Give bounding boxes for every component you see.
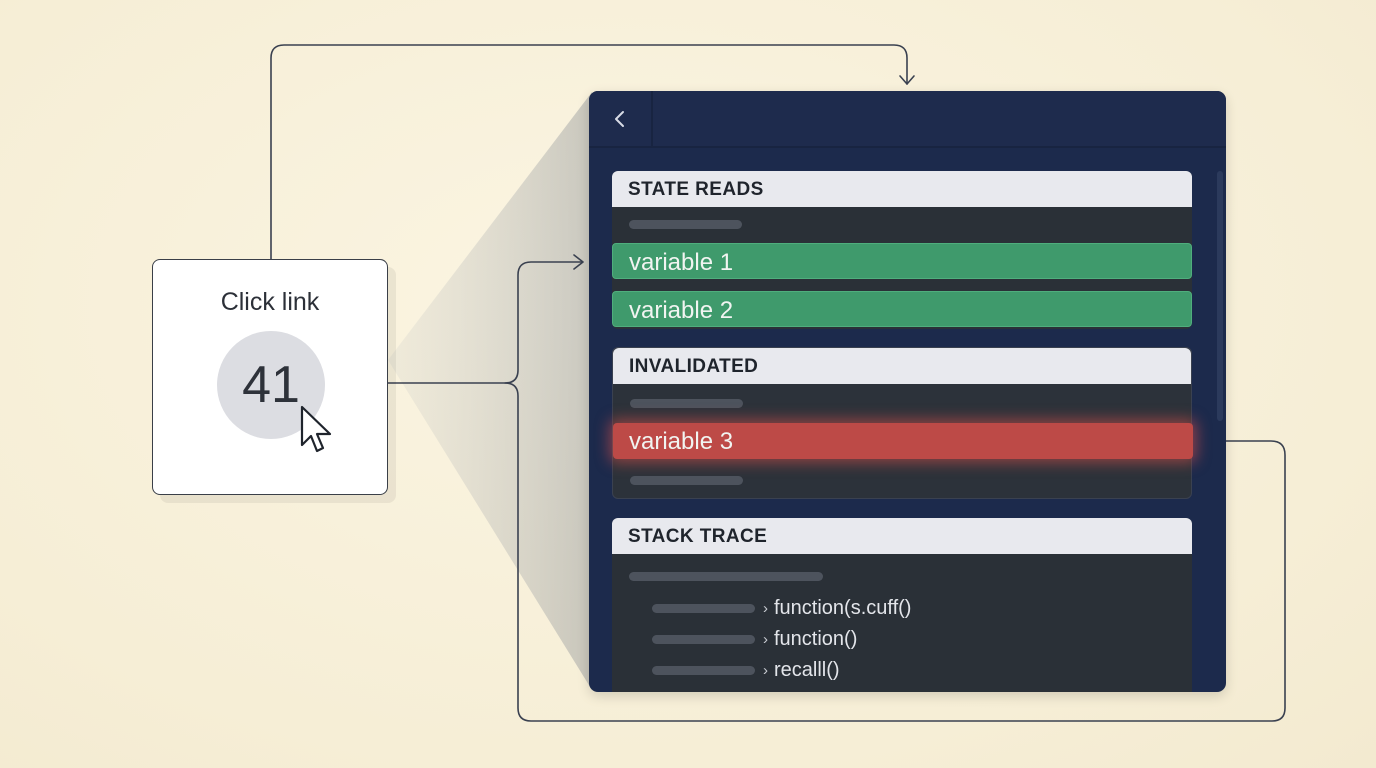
state-reads-title: STATE READS (612, 171, 1192, 207)
inspector-panel: STATE READS variable 1 variable 2 INVALI… (589, 91, 1226, 692)
chevron-right-icon: › (763, 661, 768, 679)
placeholder-line (629, 220, 742, 229)
connector-card-to-panel-top (270, 44, 908, 260)
stack-frame-function: recalll() (774, 658, 840, 681)
placeholder-line (652, 603, 755, 613)
invalidated-section: INVALIDATED variable 3 (612, 347, 1193, 499)
arrowhead-state-reads (573, 254, 584, 270)
placeholder-line (630, 399, 743, 408)
projection-cone (388, 92, 592, 690)
state-read-variable-1[interactable]: variable 1 (612, 243, 1192, 279)
invalidated-title: INVALIDATED (613, 348, 1191, 384)
placeholder-line (652, 665, 755, 675)
stack-frame[interactable]: › recalll() (652, 658, 840, 682)
state-read-variable-2[interactable]: variable 2 (612, 291, 1192, 327)
invalidated-variable-3[interactable]: variable 3 (613, 423, 1193, 459)
stack-trace-section: STACK TRACE › function(s.cuff() › functi… (612, 518, 1192, 692)
click-link-card: Click link 41 (152, 259, 388, 495)
connector-number-to-bottom-loop (504, 382, 1286, 722)
stack-frame-function: function(s.cuff() (774, 596, 912, 619)
chevron-left-icon (615, 110, 624, 127)
back-button[interactable] (589, 91, 653, 146)
connector-number-to-state-reads (323, 261, 583, 384)
placeholder-line (629, 572, 823, 581)
state-reads-section: STATE READS variable 1 variable 2 (612, 171, 1192, 329)
chevron-right-icon: › (763, 630, 768, 648)
panel-scrollbar[interactable] (1217, 171, 1223, 421)
stack-trace-title: STACK TRACE (612, 518, 1192, 554)
arrowhead-panel-top (899, 75, 915, 85)
mouse-pointer-icon (300, 405, 332, 453)
panel-header (589, 91, 1226, 148)
placeholder-line (652, 634, 755, 644)
stack-frame-function: function() (774, 627, 858, 650)
chevron-right-icon: › (763, 599, 768, 617)
stack-frame[interactable]: › function(s.cuff() (652, 596, 911, 620)
click-link-label: Click link (220, 288, 320, 316)
link-number: 41 (242, 356, 300, 414)
placeholder-line (630, 476, 743, 485)
stack-frame[interactable]: › function() (652, 627, 857, 651)
